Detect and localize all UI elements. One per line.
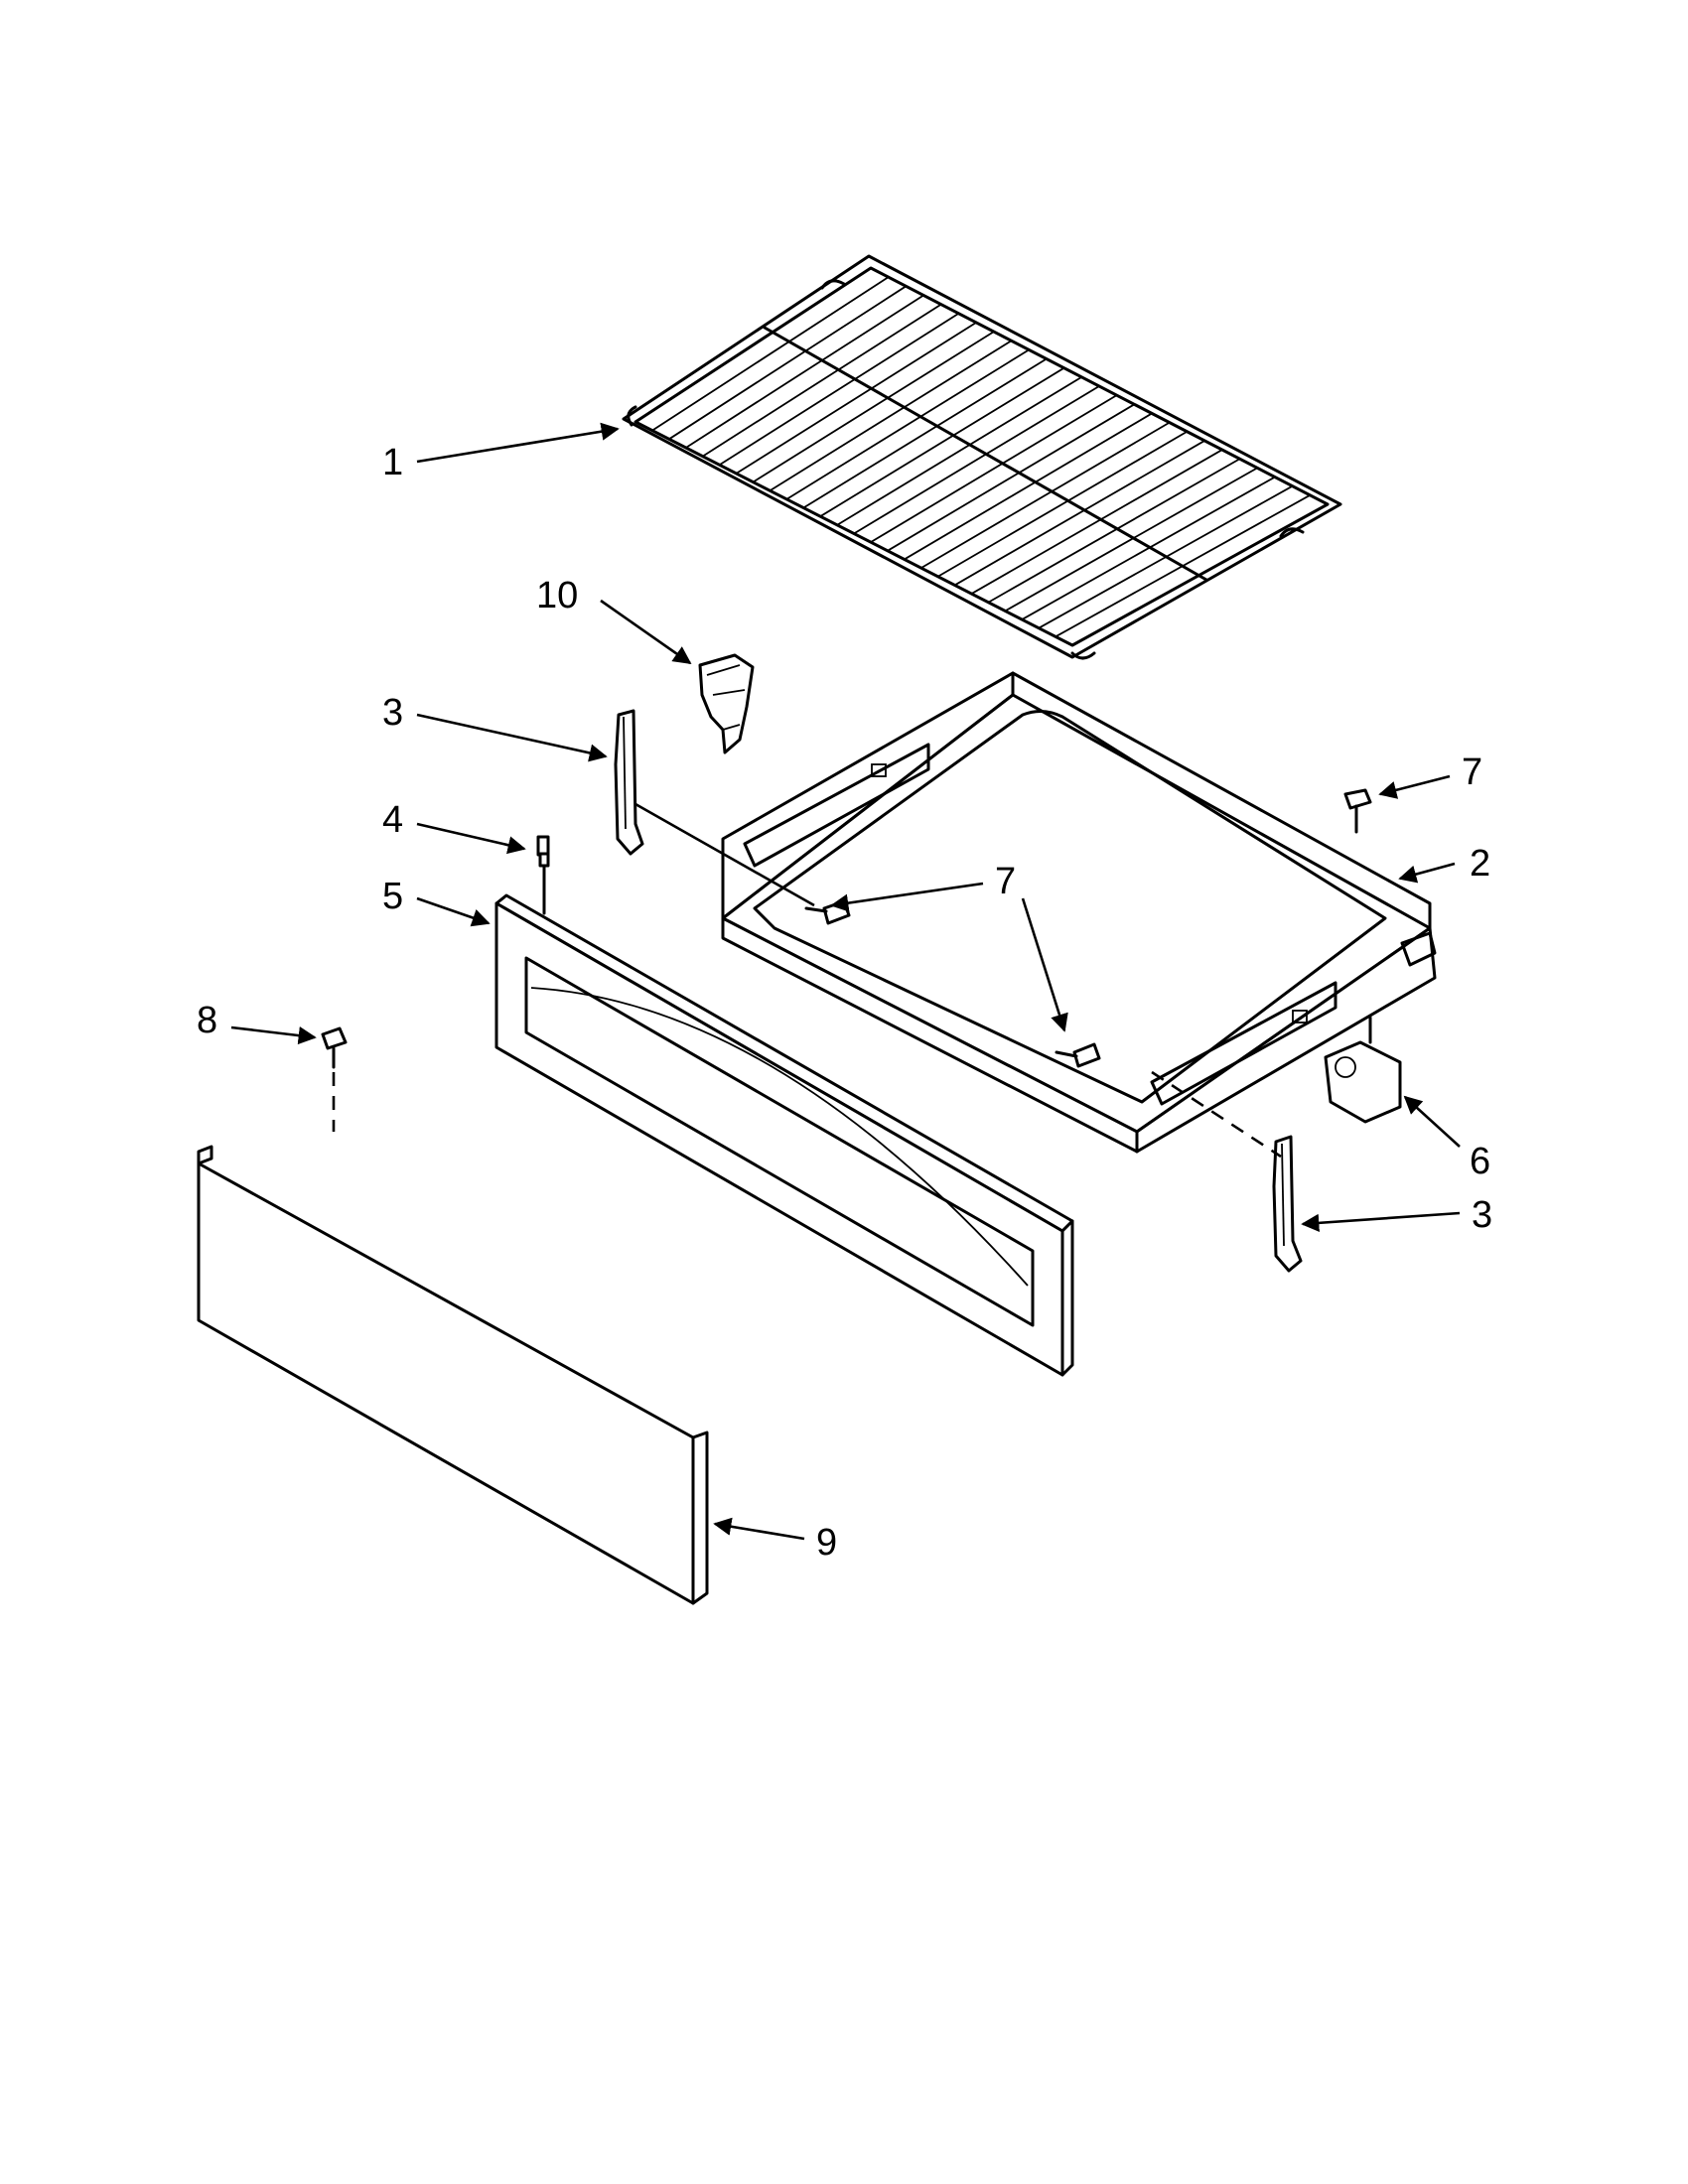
bracket-part (698, 653, 755, 754)
screw-top-right-part (1343, 788, 1372, 834)
rack-wire (904, 412, 1153, 561)
screw-left-part (321, 1026, 348, 1069)
callout-6: 6 (1470, 1141, 1490, 1182)
callout-9: 9 (816, 1522, 837, 1564)
rack-wire (736, 322, 977, 475)
screw-inner-lower-part (1055, 1042, 1101, 1068)
rack-wire (887, 403, 1135, 552)
rack-wire (954, 440, 1205, 587)
rack-wire (819, 366, 1065, 517)
callout-7-inner: 7 (995, 861, 1016, 902)
rack-wire (836, 376, 1082, 526)
leader-lines (230, 422, 1461, 1541)
rack-wire (685, 294, 924, 449)
rack-wire (920, 421, 1171, 569)
callout-8: 8 (197, 1000, 217, 1041)
callout-7-top-right: 7 (1462, 751, 1482, 793)
pin-part (536, 835, 550, 915)
drawer-slide-left-part (614, 709, 644, 856)
rack-wire (769, 340, 1013, 491)
callout-4: 4 (382, 799, 403, 841)
callout-3-right: 3 (1472, 1194, 1492, 1236)
guide-line-slide-right (1151, 1070, 1282, 1159)
drawer-body-part (721, 671, 1437, 1154)
drawer-front-part (494, 893, 1074, 1377)
callout-5: 5 (382, 876, 403, 917)
rack-wire (987, 458, 1240, 604)
rack-wire (702, 303, 942, 458)
oven-rack-part (622, 254, 1342, 660)
callout-2: 2 (1470, 843, 1490, 885)
rack-wire (971, 449, 1223, 595)
rack-wire (785, 348, 1030, 500)
rack-wire (937, 430, 1188, 578)
rack-wire (870, 394, 1118, 543)
rack-wire (853, 385, 1100, 535)
rack-wire (752, 331, 995, 483)
rack-wire (651, 276, 890, 432)
callout-1: 1 (382, 442, 403, 483)
drawer-slide-right-part (1272, 1135, 1303, 1273)
callout-10: 10 (536, 575, 578, 616)
rack-wire (802, 357, 1048, 509)
guide-line-slide-left (634, 802, 815, 907)
kick-panel-part (197, 1145, 709, 1605)
drawer-latch-part (1324, 1016, 1402, 1124)
rack-wire (1004, 467, 1258, 613)
rack-wire (719, 313, 959, 467)
rack-wire (668, 285, 907, 441)
callout-3-left: 3 (382, 692, 403, 734)
